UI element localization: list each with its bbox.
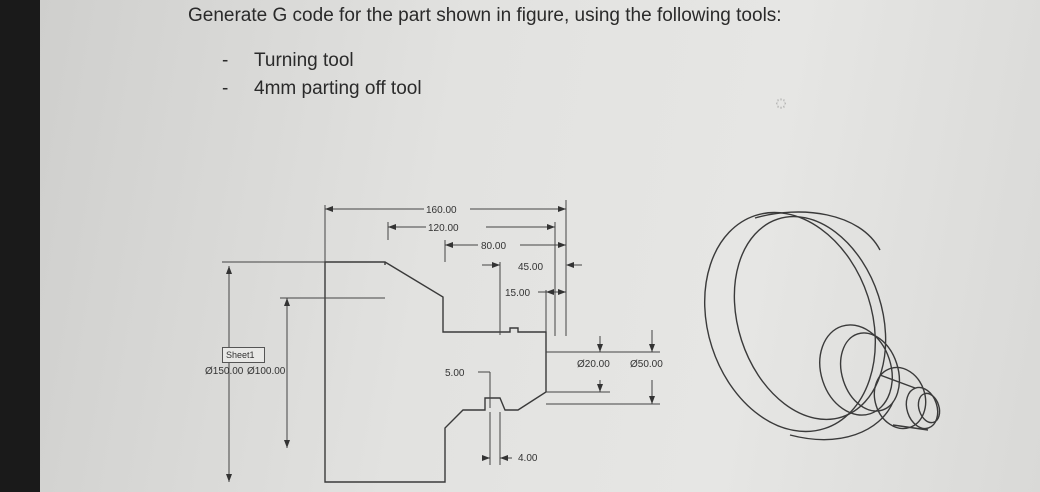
dim-dia-50: Ø50.00 — [630, 359, 663, 370]
dim-dia-100: Ø100.00 — [247, 366, 286, 377]
photo-screen-background — [40, 0, 1040, 492]
dimension-lines — [222, 200, 660, 482]
dim-160: 160.00 — [426, 205, 457, 216]
tool-list-item-turning: - Turning tool — [222, 50, 354, 72]
dim-4: 4.00 — [518, 453, 538, 464]
tool-list-item-parting: - 4mm parting off tool — [222, 78, 422, 100]
tool-label: Turning tool — [254, 50, 354, 71]
dim-15: 15.00 — [505, 288, 530, 299]
dimension-arrowheads — [226, 206, 655, 482]
bullet-dash: - — [222, 50, 229, 71]
dim-dia-20: Ø20.00 — [577, 359, 610, 370]
dim-80: 80.00 — [481, 241, 506, 252]
tool-label: 4mm parting off tool — [254, 78, 422, 99]
sheet-tab[interactable]: Sheet1 — [222, 347, 265, 363]
part-3d-view — [703, 211, 941, 441]
dim-5: 5.00 — [445, 368, 465, 379]
dim-120: 120.00 — [428, 223, 459, 234]
bullet-dash: - — [222, 78, 229, 99]
question-title: Generate G code for the part shown in fi… — [188, 5, 782, 26]
dim-45: 45.00 — [518, 262, 543, 273]
dim-dia-150: Ø150.00 — [205, 366, 244, 377]
